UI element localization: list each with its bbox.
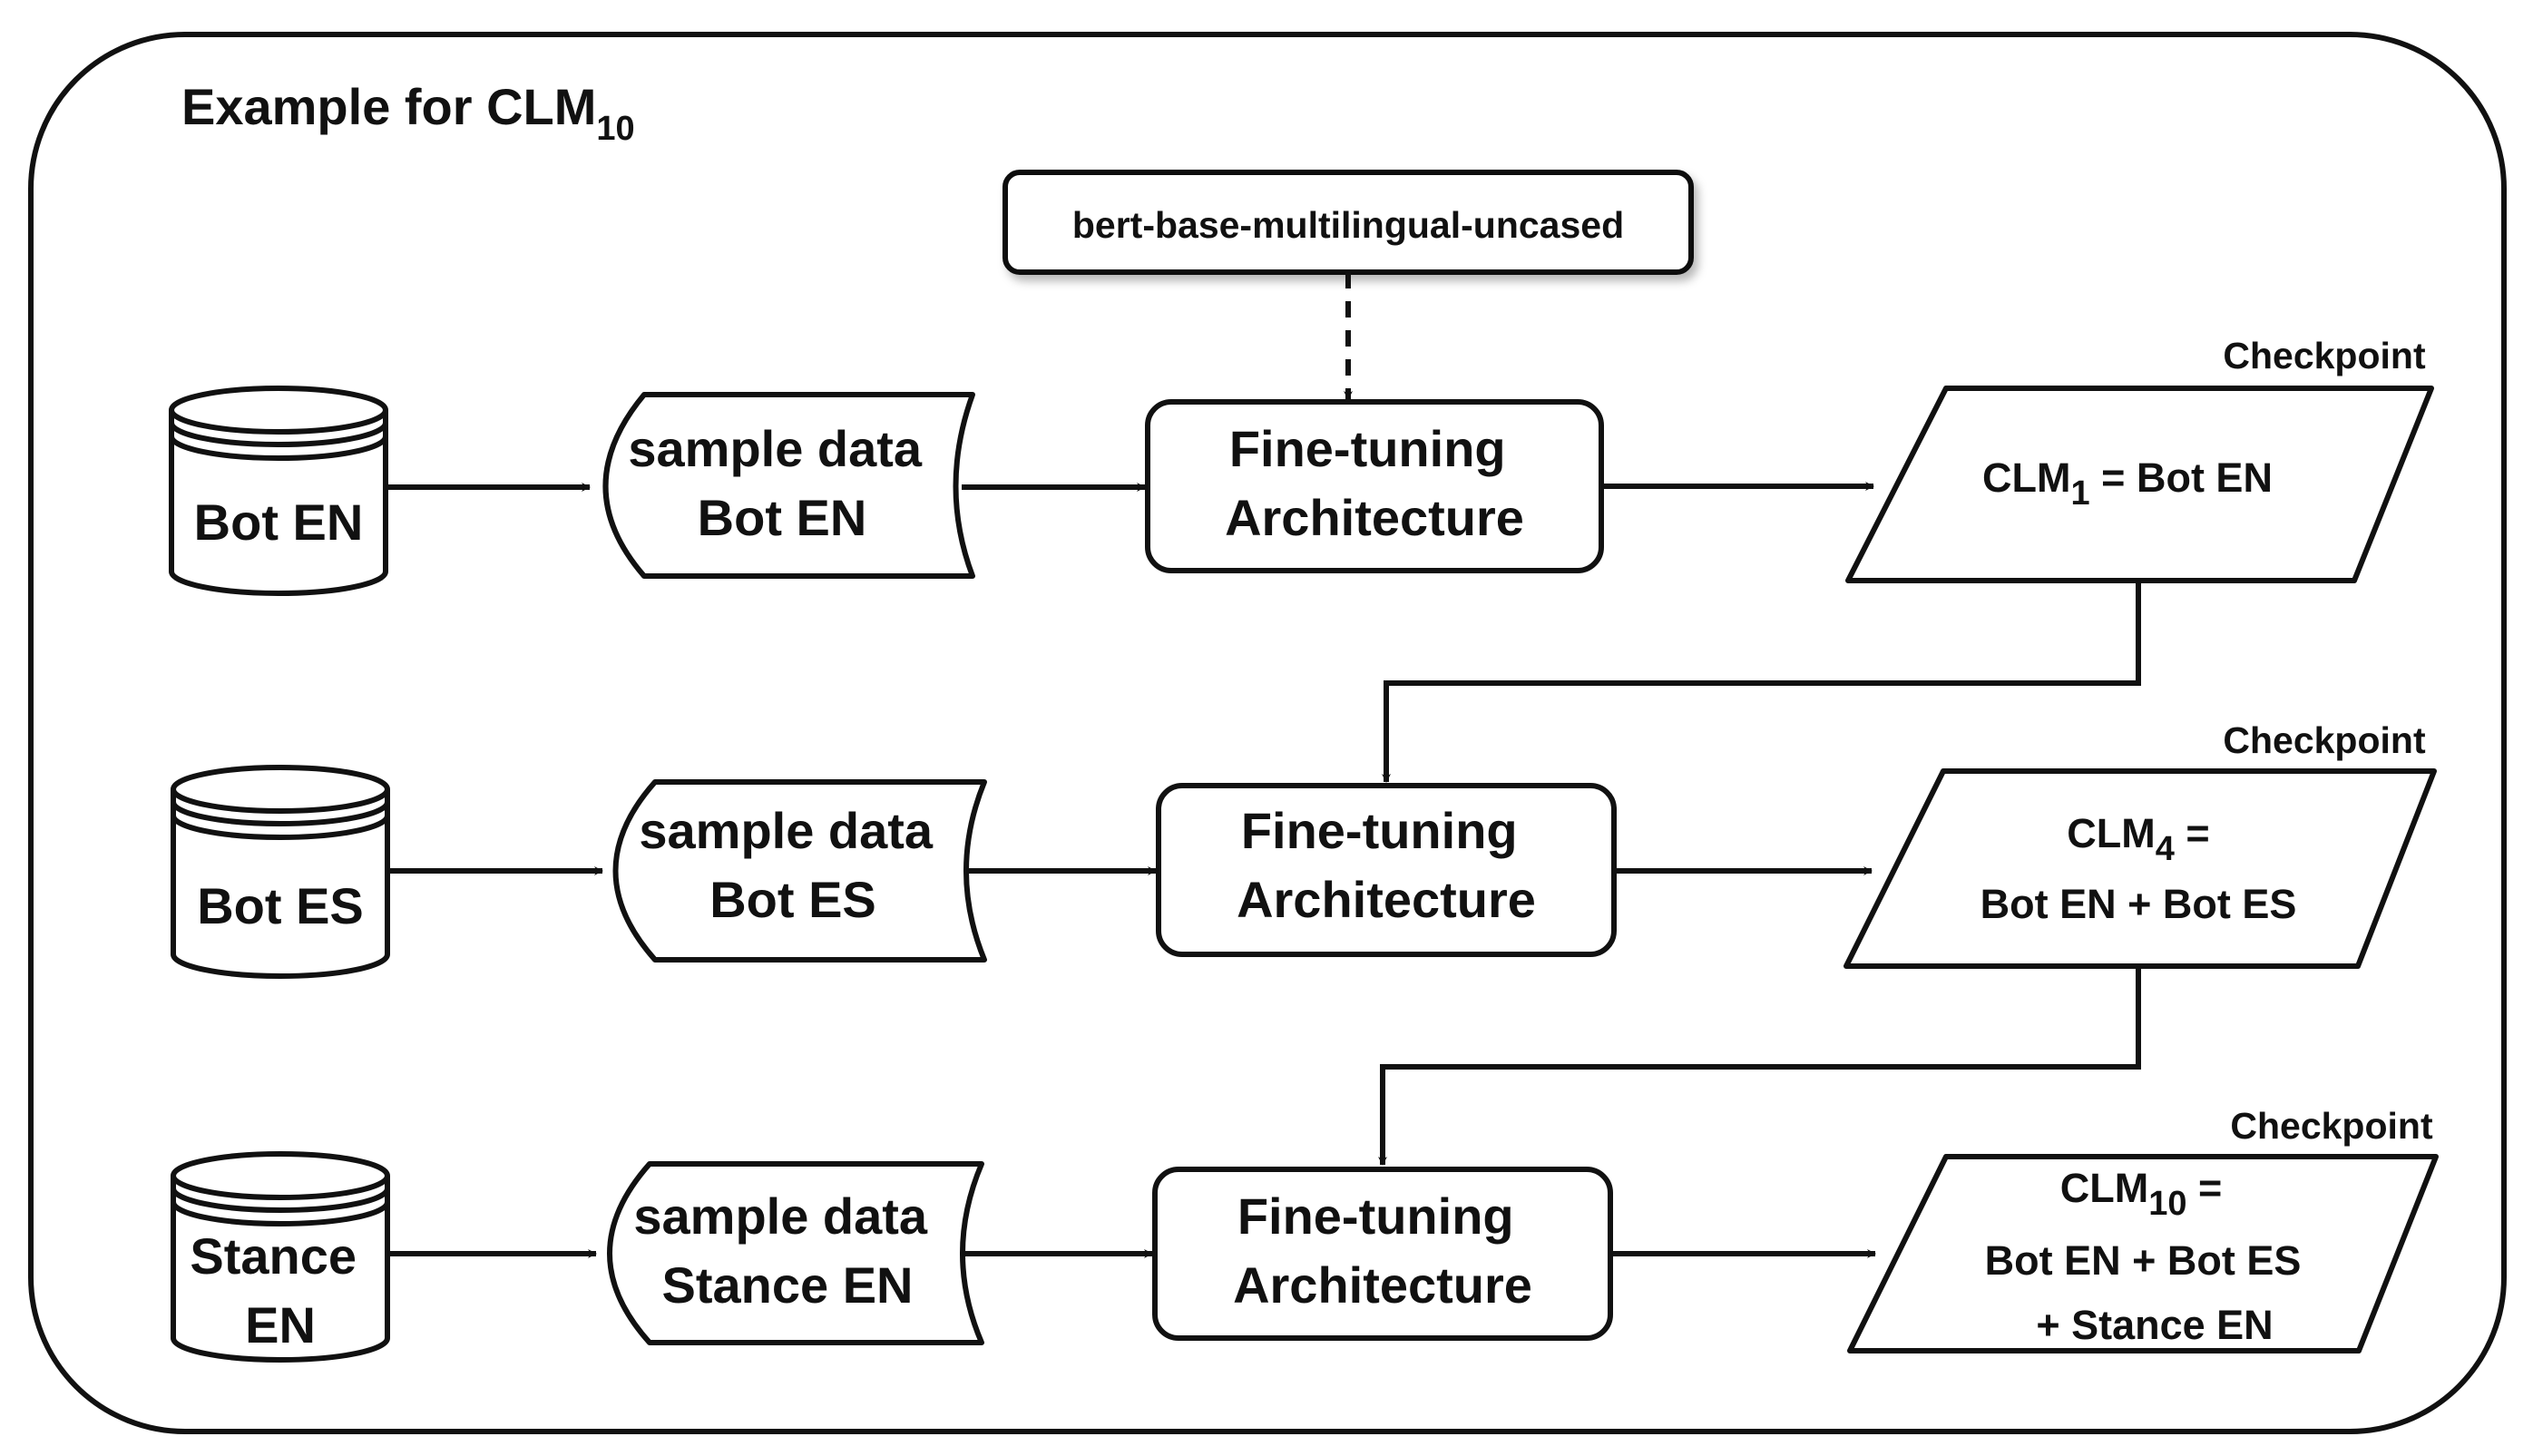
sample-data-bot-es: sample data Bot ES xyxy=(612,779,987,963)
sample-data-bot-en: sample data Bot EN xyxy=(602,392,975,579)
sample-label: sample data Bot ES xyxy=(639,802,946,928)
database-bot-es: Bot ES xyxy=(171,765,390,979)
checkpoint-label: Checkpoint xyxy=(2230,1105,2433,1147)
database-label: Bot ES xyxy=(197,877,364,934)
checkpoint-model-label: CLM4 = xyxy=(2067,810,2209,868)
checkpoint-composition-label: + Stance EN xyxy=(2036,1302,2273,1348)
base-model-box: bert-base-multilingual-uncased xyxy=(1002,170,1694,275)
checkpoint-clm4: Checkpoint CLM4 = Bot EN + Bot ES xyxy=(1844,719,2437,969)
checkpoint-clm1: Checkpoint CLM1 = Bot EN xyxy=(1845,335,2434,583)
database-label: Stance EN xyxy=(190,1227,370,1353)
title-model: CLM xyxy=(486,78,596,135)
outer-frame xyxy=(28,32,2507,1434)
edge-checkpoint2-to-finetune3 xyxy=(1378,966,2141,1166)
finetune-label: Fine-tuning Architecture xyxy=(1233,1187,1532,1314)
checkpoint-clm10: Checkpoint CLM10 = Bot EN + Bot ES + Sta… xyxy=(1847,1105,2439,1353)
checkpoint-model-label: CLM10 = xyxy=(2060,1165,2223,1223)
checkpoint-label: Checkpoint xyxy=(2223,719,2426,761)
finetune-architecture: Fine-tuning Architecture xyxy=(1152,1167,1613,1341)
checkpoint-model-label: CLM1 = Bot EN xyxy=(1982,454,2273,513)
row-2: Bot ES sample data Bot ES Fine-tuning Ar… xyxy=(171,719,2437,979)
checkpoint-composition-label: Bot EN + Bot ES xyxy=(1985,1237,2302,1284)
finetune-architecture: Fine-tuning Architecture xyxy=(1156,783,1617,957)
database-stance-en: Stance EN xyxy=(171,1151,390,1363)
checkpoint-label: Checkpoint xyxy=(2223,335,2426,376)
database-label: Bot EN xyxy=(194,493,364,551)
sample-data-stance-en: sample data Stance EN xyxy=(607,1161,984,1345)
checkpoint-composition-label: Bot EN + Bot ES xyxy=(1980,881,2297,927)
row-1: Bot EN sample data Bot EN Fine-tuning Ar… xyxy=(169,335,2434,596)
row-3: Stance EN sample data Stance EN Fine-tun… xyxy=(171,1105,2439,1363)
diagram-title: Example for CLM10 xyxy=(181,78,635,148)
base-model-label: bert-base-multilingual-uncased xyxy=(1072,204,1624,246)
title-prefix: Example for xyxy=(181,78,486,135)
edge-checkpoint1-to-finetune2 xyxy=(1382,581,2141,783)
database-bot-en: Bot EN xyxy=(169,386,388,596)
finetune-label: Fine-tuning Architecture xyxy=(1225,420,1524,546)
sample-label: sample data Stance EN xyxy=(633,1187,941,1314)
sample-label: sample data Bot EN xyxy=(628,420,935,546)
finetune-label: Fine-tuning Architecture xyxy=(1237,802,1536,928)
finetune-architecture: Fine-tuning Architecture xyxy=(1145,399,1604,573)
title-model-subscript: 10 xyxy=(596,110,634,148)
